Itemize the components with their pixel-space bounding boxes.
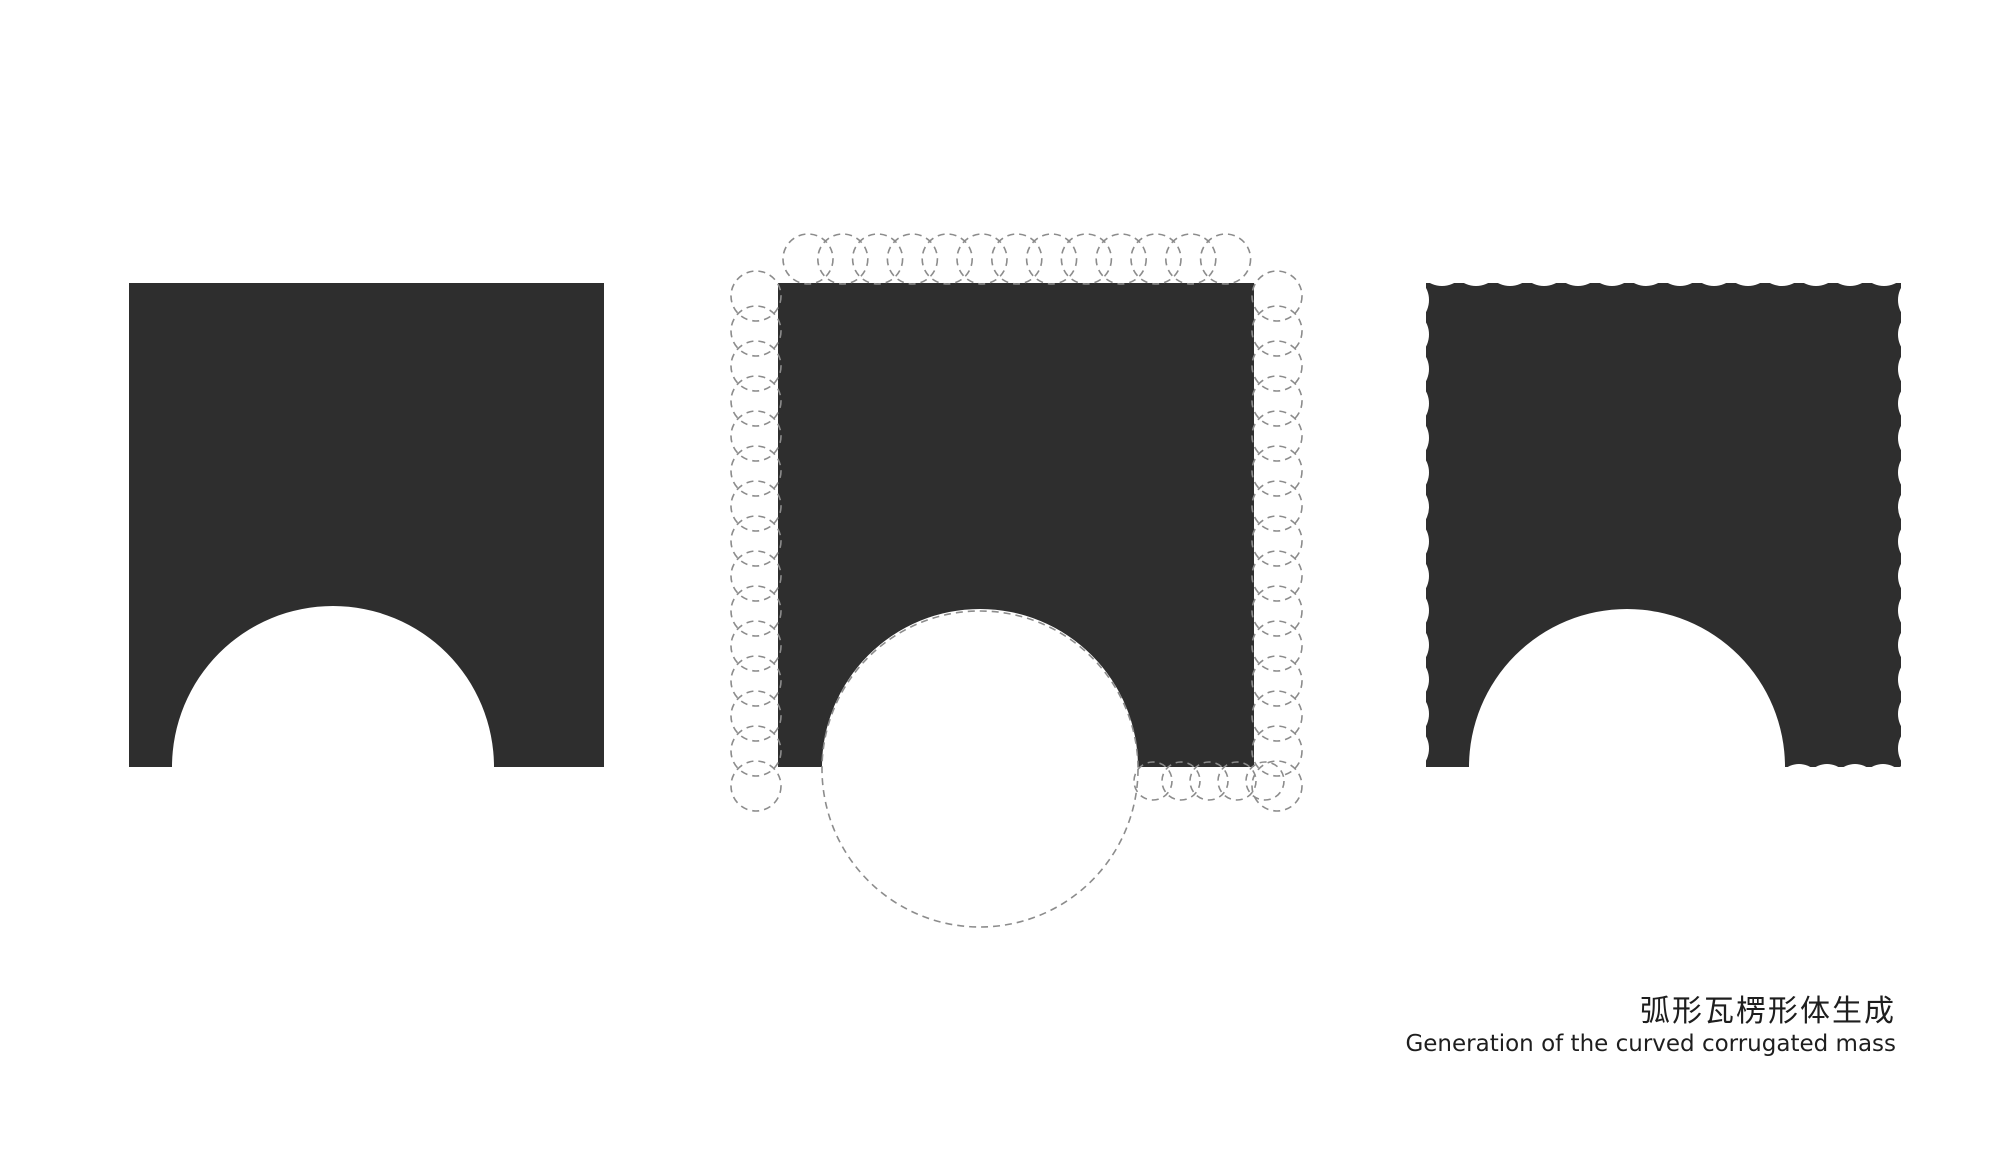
right-edge-circle xyxy=(1251,690,1303,742)
top-edge-circle xyxy=(1199,233,1252,285)
step-2-circle-construction xyxy=(730,233,1303,928)
bottom-edge-circle xyxy=(1217,761,1257,801)
left-edge-circle xyxy=(730,515,782,567)
right-edge-circle xyxy=(1251,550,1303,602)
top-edge-circle xyxy=(1025,233,1078,285)
bottom-edge-circle xyxy=(1189,761,1229,801)
step-1-solid-block xyxy=(129,283,604,767)
right-edge-circle xyxy=(1251,515,1303,567)
top-edge-circle xyxy=(1095,233,1147,285)
top-edge-circle xyxy=(1130,233,1182,285)
left-edge-circle xyxy=(730,375,782,427)
left-edge-circle xyxy=(730,760,782,812)
solid-block-shape xyxy=(129,283,604,767)
left-edge-circle xyxy=(730,655,782,707)
corrugation-notch xyxy=(1888,764,1934,810)
right-edge-circle xyxy=(1251,620,1303,672)
left-edge-circle xyxy=(730,445,782,497)
step-3-corrugated-mass xyxy=(1377,234,1950,810)
left-edge-circle xyxy=(730,585,782,637)
bottom-edge-circle xyxy=(1161,761,1201,801)
caption-english: Generation of the curved corrugated mass xyxy=(1405,1031,1896,1057)
right-edge-circle xyxy=(1251,375,1303,427)
right-edge-circle xyxy=(1251,760,1303,812)
corrugated-mass-shape xyxy=(1426,283,1901,767)
top-edge-circle xyxy=(1165,233,1217,285)
arch-circle xyxy=(821,610,1139,928)
top-edge-circle xyxy=(956,233,1008,285)
right-edge-circle xyxy=(1251,270,1303,322)
right-edge-circle xyxy=(1251,480,1303,532)
right-edge-circle xyxy=(1251,585,1303,637)
right-edge-circle xyxy=(1251,725,1303,777)
bottom-edge-circle xyxy=(1245,761,1285,801)
left-edge-circle xyxy=(730,480,782,532)
top-edge-circle xyxy=(782,233,834,285)
left-edge-circle xyxy=(730,410,782,462)
left-edge-circle xyxy=(730,340,782,392)
left-edge-circle xyxy=(730,725,782,777)
left-edge-circle xyxy=(730,550,782,602)
left-edge-circle xyxy=(730,620,782,672)
left-edge-circle xyxy=(730,305,782,357)
top-edge-circle xyxy=(1060,233,1113,285)
caption-chinese: 弧形瓦楞形体生成 xyxy=(1640,994,1896,1029)
top-edge-circle xyxy=(816,233,869,285)
right-edge-circle xyxy=(1251,445,1303,497)
top-edge-circle xyxy=(990,233,1043,285)
corrugation-notch xyxy=(1377,757,1429,809)
left-edge-circle xyxy=(730,270,782,322)
left-edge-circle xyxy=(730,690,782,742)
right-edge-circle xyxy=(1251,305,1303,357)
corrugation-notch xyxy=(1858,234,1910,286)
top-edge-circle xyxy=(851,233,904,285)
bottom-edge-circle xyxy=(1133,761,1173,801)
top-edge-circle xyxy=(921,233,974,285)
right-edge-circle xyxy=(1251,340,1303,392)
construction-block-shape xyxy=(778,283,1254,767)
right-edge-circle xyxy=(1251,655,1303,707)
right-edge-circle xyxy=(1251,410,1303,462)
top-edge-circle xyxy=(886,233,939,285)
